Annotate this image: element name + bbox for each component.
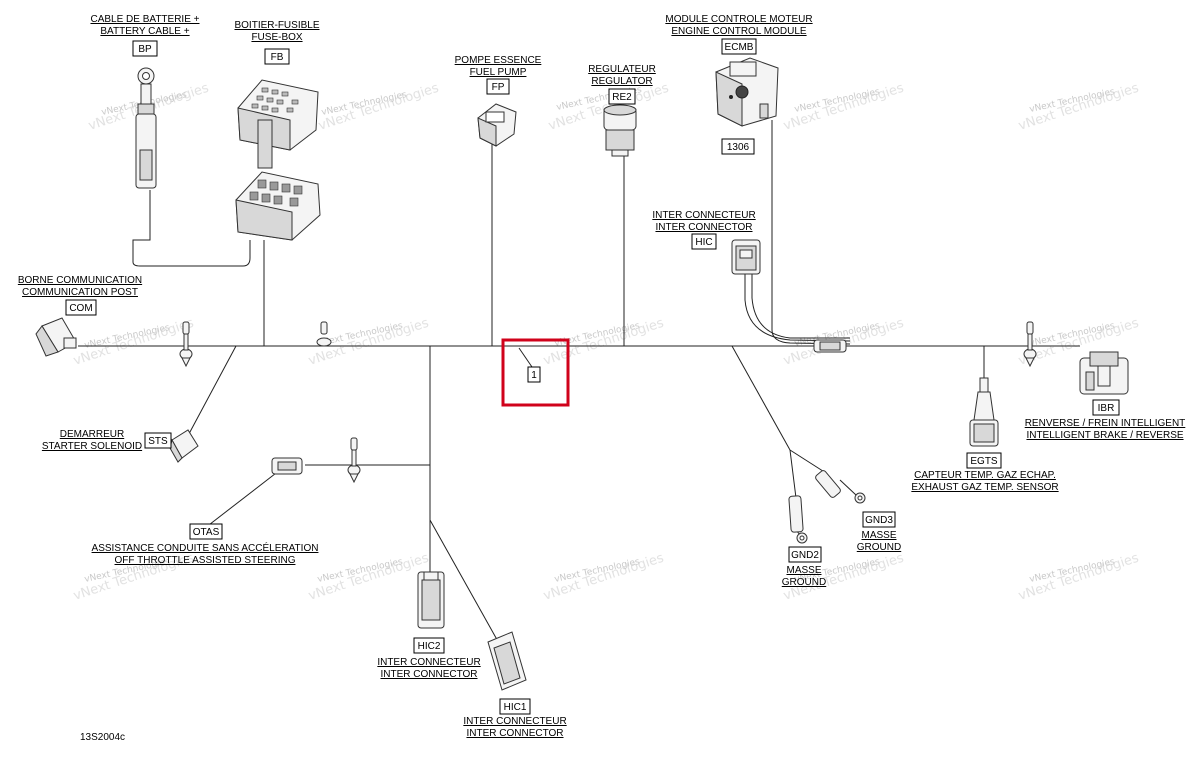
hic-label-fr: INTER CONNECTEUR: [652, 210, 755, 221]
gnd2-label-en: GROUND: [782, 577, 826, 588]
egts-label-en: EXHAUST GAZ TEMP. SENSOR: [911, 482, 1058, 493]
ecmb-label-fr: MODULE CONTROLE MOTEUR: [665, 14, 812, 25]
otas-code: OTAS: [193, 527, 220, 538]
sts-wire: [182, 345, 237, 446]
fb-code: FB: [271, 52, 284, 63]
engine-control-module-icon: [715, 57, 779, 127]
hic2-label-en: INTER CONNECTOR: [380, 669, 477, 680]
gnd3-code: GND3: [865, 515, 893, 526]
ecmb-subcode-box: [721, 138, 755, 155]
trunk-clips: [179, 321, 1037, 484]
re2-label-en: REGULATOR: [591, 76, 652, 87]
com-label-fr: BORNE COMMUNICATION: [18, 275, 142, 286]
fuse-box-icon: [235, 79, 321, 241]
harness-wires: [78, 78, 1080, 646]
hic-wire: [744, 270, 851, 342]
gnd3-label-en: GROUND: [857, 542, 901, 553]
fp-code: FP: [492, 82, 505, 93]
gnd3-label-fr: MASSE: [861, 530, 896, 541]
figure-reference: 13S2004c: [80, 732, 125, 743]
ecmb-subcode: 1306: [727, 142, 750, 153]
otas-label-en: OFF THROTTLE ASSISTED STEERING: [115, 555, 296, 566]
battery-cable-icon: [135, 67, 157, 189]
ecmb-code-box: [721, 38, 757, 55]
callout-highlight-box: [501, 338, 570, 407]
hic-code-box: [691, 233, 717, 250]
egts-code: EGTS: [970, 456, 998, 467]
hic-code: HIC: [695, 237, 712, 248]
re2-code: RE2: [612, 92, 632, 103]
regulator-connector-icon: [603, 104, 637, 157]
hic2-code: HIC2: [418, 641, 441, 652]
hic-connector-icon: [731, 239, 761, 275]
hic2-label-fr: INTER CONNECTEUR: [377, 657, 480, 668]
hic2-code-box: [413, 637, 445, 654]
ground-terminals-icon: [788, 470, 866, 544]
exhaust-temp-sensor-icon: [969, 377, 999, 447]
ibr-label-fr: RENVERSE / FREIN INTELLIGENT: [1025, 418, 1186, 429]
bp-code: BP: [138, 44, 152, 55]
re2-label-fr: REGULATEUR: [588, 64, 656, 75]
com-label-en: COMMUNICATION POST: [22, 287, 138, 298]
egts-code-box: [966, 452, 1002, 469]
hic-label-en: INTER CONNECTOR: [655, 222, 752, 233]
callout-leader: [518, 347, 533, 368]
re2-code-box: [608, 88, 636, 105]
intelligent-brake-connector-icon: [1079, 351, 1129, 395]
fp-code-box: [486, 78, 510, 95]
fp-label-en: FUEL PUMP: [470, 67, 527, 78]
bp-code-box: [132, 40, 158, 57]
otas-label-fr: ASSISTANCE CONDUITE SANS ACCÉLERATION: [92, 541, 319, 554]
com-code: COM: [69, 303, 92, 314]
gnd2-code: GND2: [791, 550, 819, 561]
bp-label-en: BATTERY CABLE +: [100, 26, 189, 37]
sts-code: STS: [148, 436, 168, 447]
hic1-connector-icon: [487, 631, 527, 691]
hic1-label-fr: INTER CONNECTEUR: [463, 716, 566, 727]
hic1-label-en: INTER CONNECTOR: [466, 728, 563, 739]
fb-code-box: [264, 48, 290, 65]
sts-label-fr: DEMARREUR: [60, 429, 124, 440]
ibr-code-box: [1092, 399, 1120, 416]
watermark-layer: vNext Technologies vNext Technologies vN…: [72, 81, 1141, 604]
fp-label-fr: POMPE ESSENCE: [455, 55, 542, 66]
hic2-connector-icon: [417, 571, 445, 629]
ecmb-code: ECMB: [725, 42, 754, 53]
ecmb-label-en: ENGINE CONTROL MODULE: [671, 26, 807, 37]
ground-wire: [731, 345, 791, 451]
hic1-code-box: [499, 698, 531, 715]
otas-code-box: [189, 523, 223, 540]
bp-label-fr: CABLE DE BATTERIE +: [90, 14, 199, 25]
ibr-label-en: INTELLIGENT BRAKE / REVERSE: [1026, 430, 1183, 441]
fb-label-en: FUSE-BOX: [251, 32, 302, 43]
starter-solenoid-connector-icon: [169, 429, 199, 463]
hic1-wire: [429, 519, 501, 646]
hic1-code: HIC1: [504, 702, 527, 713]
sts-label-en: STARTER SOLENOID: [42, 441, 142, 452]
gnd3-code-box: [862, 511, 896, 528]
fuel-pump-connector-icon: [477, 103, 517, 147]
otas-connector-icon: [271, 457, 303, 475]
egts-label-fr: CAPTEUR TEMP. GAZ ECHAP.: [914, 470, 1056, 481]
fb-label-fr: BOITIER-FUSIBLE: [234, 20, 319, 31]
gnd2-code-box: [788, 546, 822, 563]
com-code-box: [65, 299, 97, 316]
communication-post-icon: [35, 317, 77, 357]
sts-code-box: [144, 432, 172, 449]
callout-number: 1: [531, 370, 537, 381]
gnd2-label-fr: MASSE: [786, 565, 821, 576]
callout-number-box: [527, 366, 541, 383]
ibr-code: IBR: [1098, 403, 1115, 414]
